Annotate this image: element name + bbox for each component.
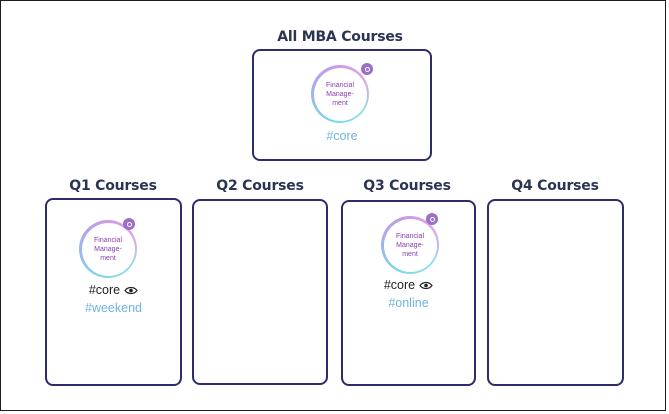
q1-courses-box: Financial Manage- ment #core #weekend bbox=[45, 198, 182, 386]
course-name: Financial Manage- ment bbox=[325, 81, 354, 107]
q3-courses-box: Financial Manage- ment #core #online bbox=[341, 200, 476, 386]
tag-core-row: #core bbox=[343, 278, 474, 292]
eye-icon[interactable] bbox=[124, 286, 138, 295]
tag-online[interactable]: #online bbox=[388, 296, 429, 310]
tag-core[interactable]: #core bbox=[326, 129, 358, 143]
course-name: Financial Manage- ment bbox=[395, 232, 424, 258]
tag-weekend[interactable]: #weekend bbox=[85, 301, 142, 315]
eye-badge-icon[interactable] bbox=[123, 218, 135, 230]
course-financial-management[interactable]: Financial Manage- ment bbox=[311, 63, 373, 123]
course-financial-management[interactable]: Financial Manage- ment bbox=[79, 218, 137, 278]
q2-courses-box bbox=[192, 199, 328, 385]
tag-core[interactable]: #core bbox=[88, 283, 121, 297]
eye-badge-icon[interactable] bbox=[361, 63, 373, 75]
q4-courses-box bbox=[487, 199, 624, 386]
eye-badge-icon[interactable] bbox=[426, 213, 438, 225]
q4-courses-heading: Q4 Courses bbox=[511, 178, 599, 194]
tag-core-row: #core bbox=[47, 283, 180, 297]
all-mba-courses-heading: All MBA Courses bbox=[277, 29, 403, 45]
q1-courses-heading: Q1 Courses bbox=[69, 178, 157, 194]
all-mba-courses-box: Financial Manage- ment #core bbox=[252, 49, 432, 161]
course-inner: Financial Manage- ment bbox=[313, 67, 367, 121]
eye-icon[interactable] bbox=[419, 281, 433, 290]
tag-core[interactable]: #core bbox=[383, 278, 416, 292]
q2-courses-heading: Q2 Courses bbox=[216, 178, 304, 194]
course-inner: Financial Manage- ment bbox=[81, 222, 135, 276]
course-inner: Financial Manage- ment bbox=[383, 218, 437, 272]
course-name: Financial Manage- ment bbox=[93, 236, 122, 262]
q3-courses-heading: Q3 Courses bbox=[363, 178, 451, 194]
course-financial-management[interactable]: Financial Manage- ment bbox=[381, 213, 439, 274]
